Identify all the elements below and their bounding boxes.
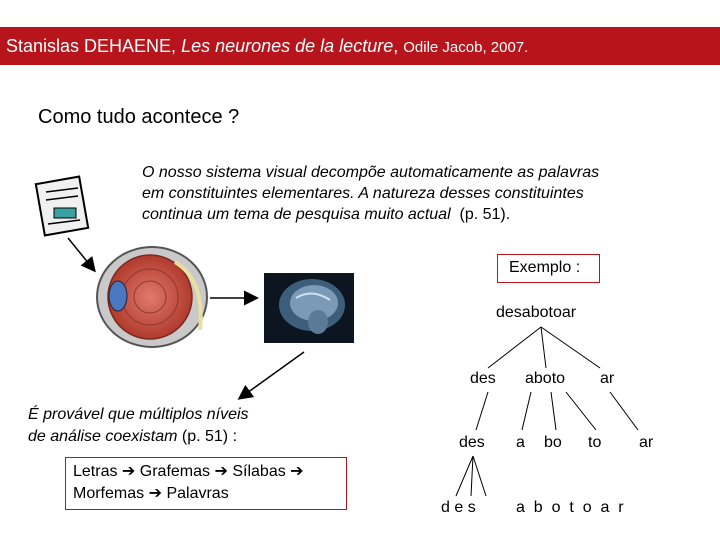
tree-l1-des: des [470, 370, 496, 388]
arrow-icon: ➔ [122, 463, 135, 480]
arrow-doc-to-eye [68, 238, 94, 270]
brain-scan-icon [264, 273, 354, 343]
levels-box: Letras ➔ Grafemas ➔ Sílabas ➔ Morfemas ➔… [65, 457, 347, 510]
document-icon [36, 177, 88, 236]
tree-lines [456, 327, 638, 496]
tree-l3-des: d e s [441, 499, 476, 517]
multi-line-2: de análise coexistam (p. 51) : [28, 426, 249, 448]
multi-line-2-text: de análise coexistam [28, 428, 177, 445]
tree-l2-to: to [588, 434, 601, 452]
levels-line-2: Morfemas ➔ Palavras [73, 483, 346, 505]
tree-l3-abotoar: a b o t o a r [516, 499, 624, 517]
exemplo-box: Exemplo : [497, 254, 600, 283]
level-grafemas: Grafemas [140, 463, 210, 480]
arrow-icon: ➔ [149, 485, 162, 502]
exemplo-label: Exemplo : [509, 259, 580, 276]
multi-levels-text: É provável que múltiplos níveis de análi… [28, 404, 249, 448]
eye-icon [97, 247, 207, 347]
tree-l2-a: a [516, 434, 525, 452]
level-letras: Letras [73, 463, 117, 480]
level-morfemas: Morfemas [73, 485, 144, 502]
tree-l1-aboto: aboto [525, 370, 565, 388]
arrow-icon: ➔ [290, 463, 303, 480]
multi-line-1: É provável que múltiplos níveis [28, 404, 249, 426]
tree-root: desabotoar [496, 304, 576, 322]
levels-line-1: Letras ➔ Grafemas ➔ Sílabas ➔ [73, 461, 346, 483]
level-palavras: Palavras [166, 485, 228, 502]
tree-l2-bo: bo [544, 434, 562, 452]
tree-l2-ar: ar [639, 434, 653, 452]
multi-ref: (p. 51) : [182, 428, 237, 445]
tree-l1-ar: ar [600, 370, 614, 388]
arrow-icon: ➔ [214, 463, 227, 480]
arrow-brain-to-levels [240, 352, 304, 398]
tree-l2-des: des [459, 434, 485, 452]
level-silabas: Sílabas [232, 463, 285, 480]
